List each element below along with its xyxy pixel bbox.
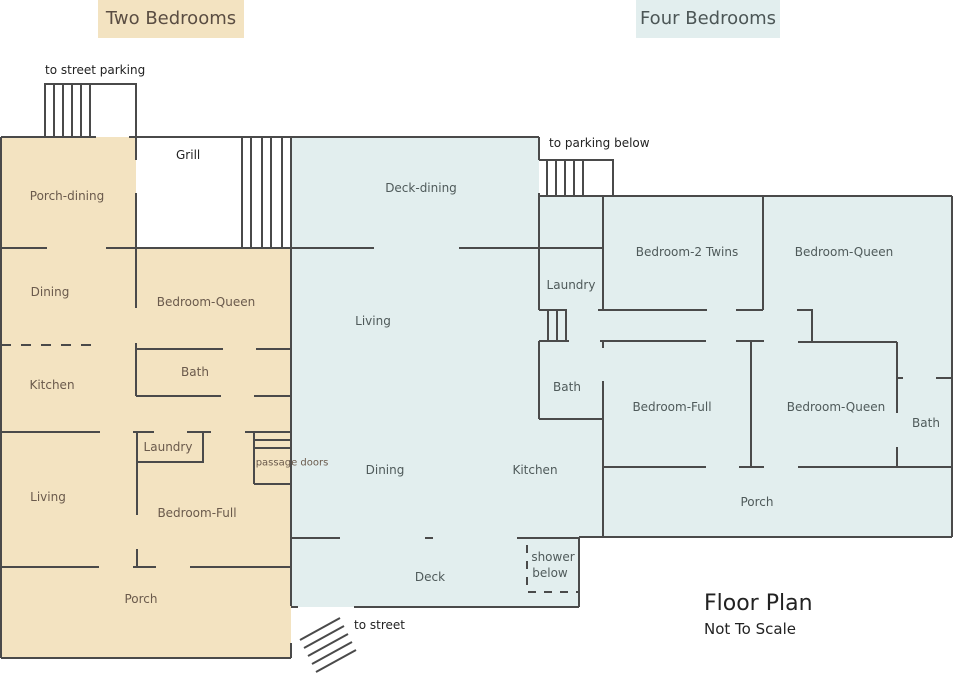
room-dining: Dining bbox=[30, 285, 70, 299]
floor-plan-title: Floor Plan bbox=[704, 591, 813, 616]
room-kitchen: Kitchen bbox=[29, 378, 75, 392]
room-porch-4br: Porch bbox=[740, 495, 774, 509]
room-laundry: Laundry bbox=[143, 440, 193, 454]
room-bedroom-queen-mid: Bedroom-Queen bbox=[786, 400, 886, 414]
two-bedroom-unit bbox=[1, 137, 291, 658]
room-laundry-4br: Laundry bbox=[546, 278, 596, 292]
room-living: Living bbox=[30, 490, 66, 504]
to-parking-below-label: to parking below bbox=[549, 136, 650, 150]
room-bedroom-queen-top: Bedroom-Queen bbox=[794, 245, 894, 259]
to-street-label: to street bbox=[354, 618, 405, 632]
room-dining-4br: Dining bbox=[365, 463, 405, 477]
two-bedrooms-header: Two Bedrooms bbox=[98, 0, 244, 38]
room-kitchen-4br: Kitchen bbox=[512, 463, 558, 477]
room-deck-dining: Deck-dining bbox=[385, 181, 457, 195]
shower-label-line1: shower bbox=[531, 550, 575, 564]
room-bath-4br-left: Bath bbox=[553, 380, 581, 394]
grill-label: Grill bbox=[176, 148, 201, 162]
floor-plan-subtitle: Not To Scale bbox=[704, 620, 796, 638]
room-bath: Bath bbox=[181, 365, 209, 379]
room-bath-4br-right: Bath bbox=[912, 416, 940, 430]
room-deck: Deck bbox=[414, 570, 446, 584]
room-bedroom-queen: Bedroom-Queen bbox=[156, 295, 256, 309]
walls bbox=[0, 83, 953, 673]
to-street-parking-label: to street parking bbox=[45, 63, 146, 77]
room-bedroom-full: Bedroom-Full bbox=[157, 506, 237, 520]
room-porch-dining: Porch-dining bbox=[29, 189, 105, 203]
room-living-4br: Living bbox=[355, 314, 391, 328]
four-bedrooms-header: Four Bedrooms bbox=[636, 0, 780, 38]
four-bedroom-unit bbox=[291, 137, 952, 607]
room-bedroom-full-4br: Bedroom-Full bbox=[632, 400, 712, 414]
room-bedroom-2-twins: Bedroom-2 Twins bbox=[635, 245, 739, 259]
passage-doors-label: passage doors bbox=[255, 457, 329, 469]
room-porch: Porch bbox=[124, 592, 158, 606]
shower-label-line2: below bbox=[532, 566, 568, 580]
